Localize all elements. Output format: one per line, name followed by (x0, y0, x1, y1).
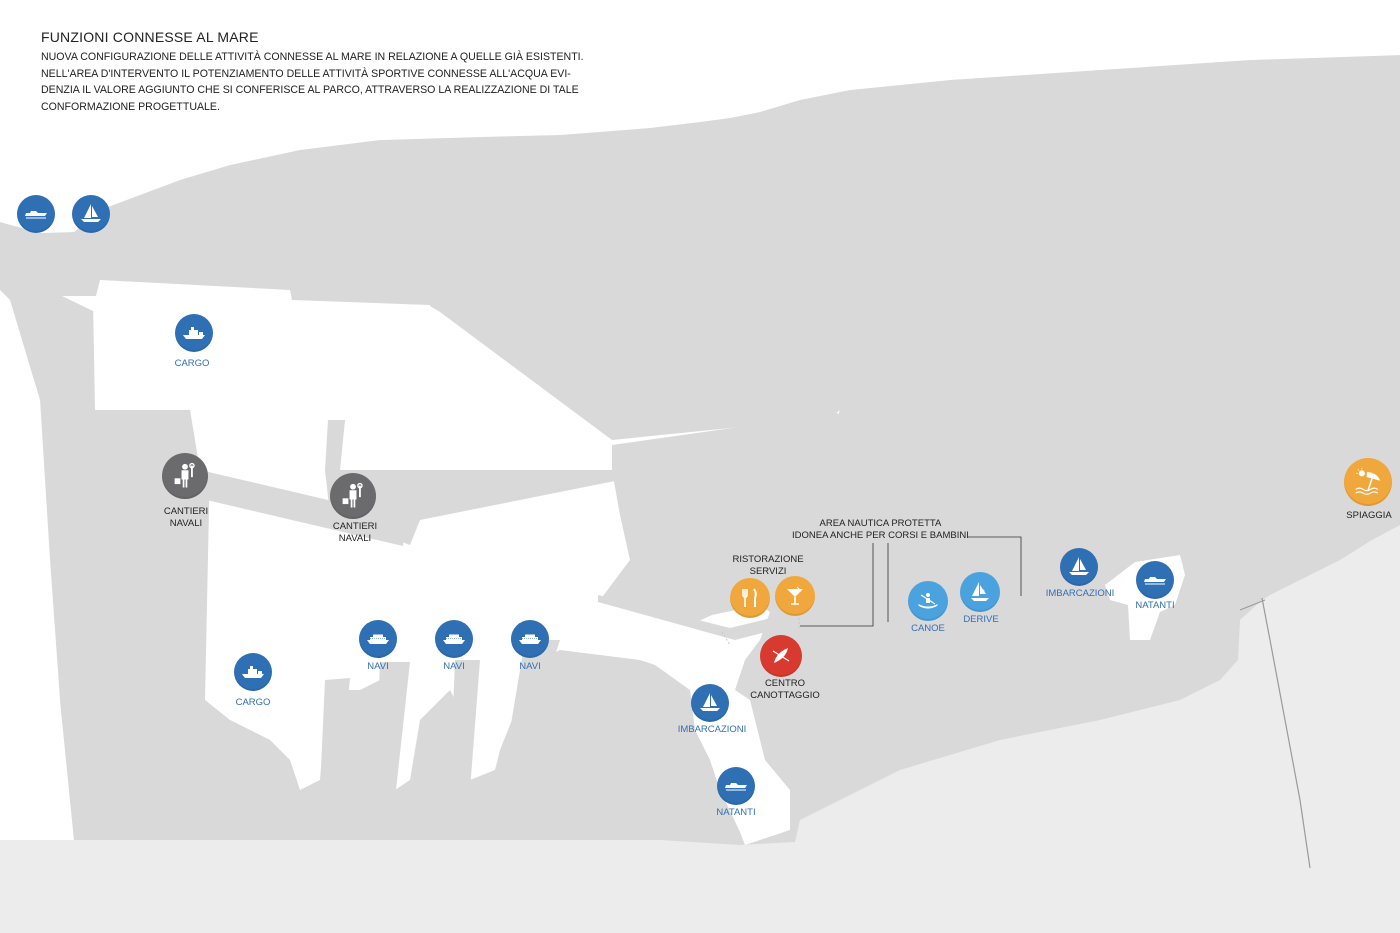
motorboat-icon (23, 201, 49, 227)
navi-marker-1[interactable] (359, 620, 397, 658)
kayak-icon (768, 643, 794, 669)
piers (60, 296, 1075, 840)
motorboat-icon (1142, 567, 1168, 593)
navi-marker-2[interactable] (435, 620, 473, 658)
cantieri-label-1: CANTIERI NAVALI (163, 506, 209, 529)
area-nautica-annotation: AREA NAUTICA PROTETTA IDONEA ANCHE PER C… (792, 518, 969, 541)
cantieri-marker-2[interactable] (330, 473, 376, 519)
cargo-label-top: CARGO (174, 358, 210, 369)
description-line: CONFORMAZIONE PROGETTUALE. (41, 100, 220, 113)
imbarcazioni-marker-2[interactable] (1060, 548, 1098, 586)
sailboat-marker-top[interactable] (72, 195, 110, 233)
beach-umbrella-icon (1352, 466, 1384, 498)
cruise-ship-icon (517, 626, 543, 652)
dinghy-icon (967, 579, 993, 605)
imbarcazioni-label-1: IMBARCAZIONI (677, 724, 747, 735)
centro-canottaggio-label: CENTRO CANOTTAGGIO (750, 678, 820, 701)
cargo-marker-top[interactable] (175, 314, 213, 352)
annotation-lines (800, 536, 1022, 627)
mechanic-icon (170, 461, 200, 491)
ristorazione-marker[interactable] (730, 578, 770, 618)
sailboat-icon (1066, 554, 1092, 580)
imbarcazioni-label-2: IMBARCAZIONI (1045, 588, 1115, 599)
description-line: DENZIA IL VALORE AGGIUNTO CHE SI CONFERI… (41, 84, 579, 96)
cargo-ship-icon (240, 659, 266, 685)
cargo-ship-icon (181, 320, 207, 346)
bar-marker[interactable] (775, 576, 815, 616)
fork-knife-icon (737, 585, 763, 611)
imbarcazioni-marker-1[interactable] (691, 684, 729, 722)
natanti-label-1: NATANTI (716, 807, 756, 818)
sailboat-icon (697, 690, 723, 716)
natanti-marker-2[interactable] (1136, 561, 1174, 599)
sea (0, 0, 1400, 840)
navi-label-2: NAVI (443, 661, 465, 672)
description: NUOVA CONFIGURAZIONE DELLE ATTIVITÀ CONN… (41, 49, 601, 115)
mechanic-icon (338, 481, 368, 511)
cantieri-label-2: CANTIERI NAVALI (332, 521, 378, 544)
cruise-ship-icon (365, 626, 391, 652)
description-line: NUOVA CONFIGURAZIONE DELLE ATTIVITÀ CONN… (41, 51, 584, 63)
cruise-ship-icon (441, 626, 467, 652)
cocktail-icon (782, 583, 808, 609)
natanti-marker-1[interactable] (717, 767, 755, 805)
spiaggia-marker[interactable] (1344, 458, 1392, 506)
cantieri-marker-1[interactable] (162, 453, 208, 499)
harbor-basins (63, 280, 840, 845)
natanti-label-2: NATANTI (1135, 600, 1175, 611)
channel-line-2 (1239, 599, 1266, 611)
canoe-icon (915, 588, 941, 614)
navi-label-3: NAVI (519, 661, 541, 672)
motorboat-marker-top[interactable] (17, 195, 55, 233)
dashed-zone (721, 609, 801, 646)
navi-marker-3[interactable] (511, 620, 549, 658)
centro-canottaggio-marker[interactable] (760, 635, 802, 677)
ristorazione-label: RISTORAZIONE SERVIZI (732, 554, 804, 577)
navi-label-1: NAVI (367, 661, 389, 672)
derive-marker[interactable] (960, 572, 1000, 612)
spiaggia-label: SPIAGGIA (1346, 510, 1392, 521)
channel-line (1261, 597, 1311, 869)
cargo-label-bottom: CARGO (235, 697, 271, 708)
sailboat-icon (78, 201, 104, 227)
description-line: NELL'AREA D'INTERVENTO IL POTENZIAMENTO … (41, 67, 571, 80)
canoe-label: CANOE (911, 623, 945, 634)
motorboat-icon (723, 773, 749, 799)
cargo-marker-bottom[interactable] (234, 653, 272, 691)
canoe-marker[interactable] (908, 581, 948, 621)
page-title: FUNZIONI CONNESSE AL MARE (41, 29, 259, 45)
derive-label: DERIVE (963, 614, 999, 625)
